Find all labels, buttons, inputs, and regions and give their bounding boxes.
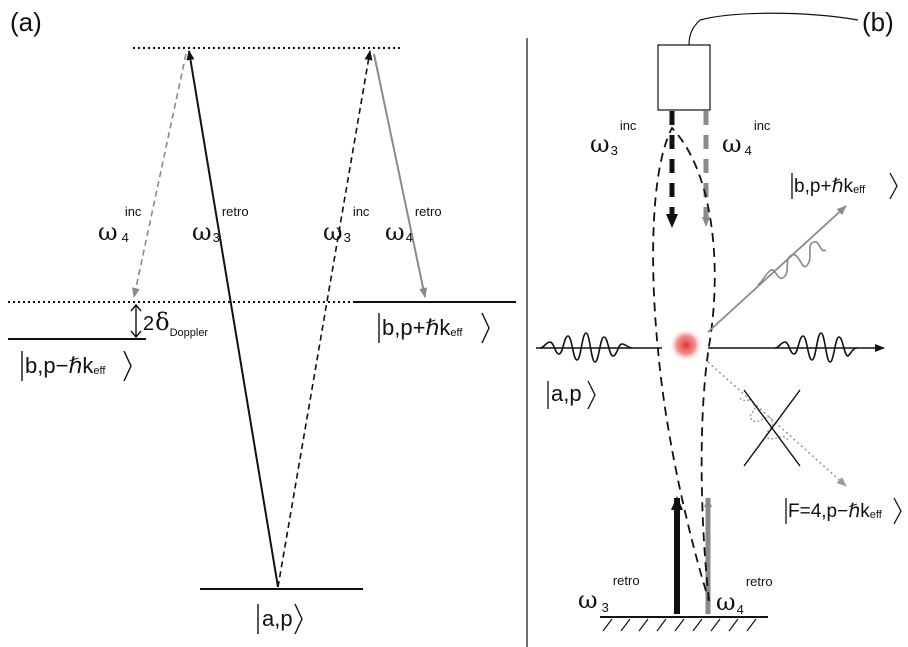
svg-text:b,p+ℏkeff: b,p+ℏkeff — [794, 176, 866, 197]
omega3-inc-label-b: ω3inc — [590, 118, 637, 158]
cross-out-icon — [743, 389, 801, 467]
omega3-inc-label-a: ω3inc — [323, 204, 370, 246]
panel-b-label: (b) — [862, 7, 894, 37]
omega3-retro-label-a: ω3retro — [192, 204, 249, 246]
fiber-cable — [688, 12, 859, 46]
ket-f4-b: F=4,p−ℏkeff — [785, 497, 902, 525]
svg-text:a,p: a,p — [551, 381, 582, 406]
wavepacket-out — [774, 332, 858, 363]
panel-a-label: (a) — [10, 7, 42, 37]
deflected-b-beam — [707, 205, 847, 333]
collimator — [657, 44, 711, 111]
omega4-retro-label-b: ω4retro — [716, 574, 773, 617]
svg-text:b,p−ℏkeff: b,p−ℏkeff — [25, 353, 106, 378]
atom-cloud — [669, 328, 703, 362]
retro-mirror — [600, 616, 768, 632]
doppler-label: 2δDoppler — [143, 308, 208, 339]
ket-a-b: a,p — [547, 380, 596, 410]
doppler-bracket — [130, 303, 142, 339]
atom-trajectory — [652, 126, 716, 602]
wavepacket-deflected-b — [757, 241, 827, 286]
omega3-retro-arrow — [186, 50, 279, 588]
ket-b-plus-a: b,p+ℏkeff — [378, 312, 490, 344]
omega4-retro-arrow — [373, 53, 428, 298]
svg-text:b,p+ℏkeff: b,p+ℏkeff — [382, 315, 463, 340]
ket-b-plus-b: b,p+ℏkeff — [791, 172, 898, 200]
wavepacket-deflected-f4 — [739, 397, 789, 441]
svg-text:a,p: a,p — [262, 606, 293, 631]
wavepacket-in — [539, 332, 633, 363]
omega4-inc-arrow — [131, 53, 187, 298]
panel-b: (b) — [536, 7, 902, 632]
ket-b-minus-a: b,p−ℏkeff — [21, 350, 132, 382]
ket-a-a: a,p — [257, 603, 303, 635]
omega3-inc-arrow — [277, 50, 373, 588]
omega4-retro-label-a: ω4retro — [385, 204, 442, 246]
deflected-f4-beam — [707, 361, 847, 487]
svg-text:F=4,p−ℏkeff: F=4,p−ℏkeff — [788, 501, 883, 522]
